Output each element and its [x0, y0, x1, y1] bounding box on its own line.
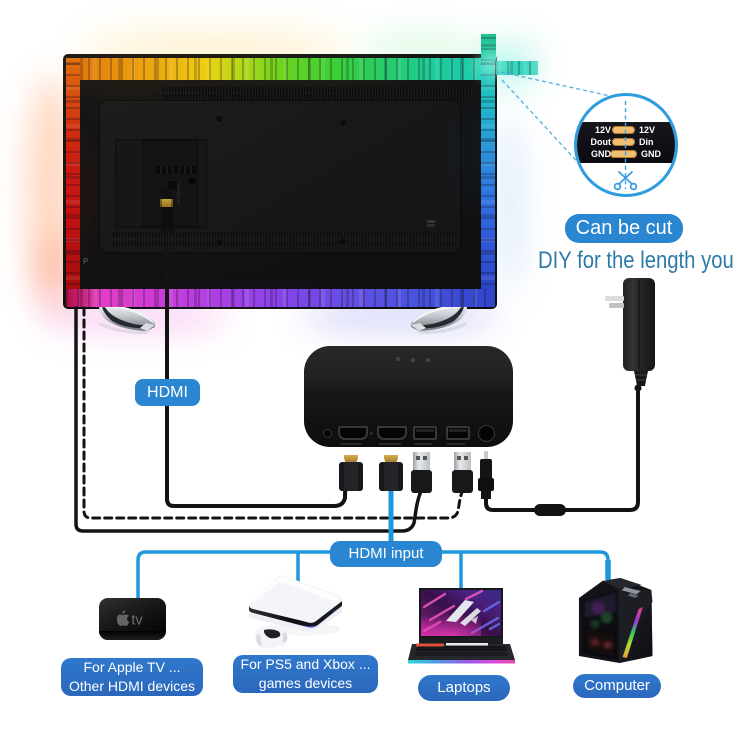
svg-text:tv: tv: [131, 612, 143, 628]
